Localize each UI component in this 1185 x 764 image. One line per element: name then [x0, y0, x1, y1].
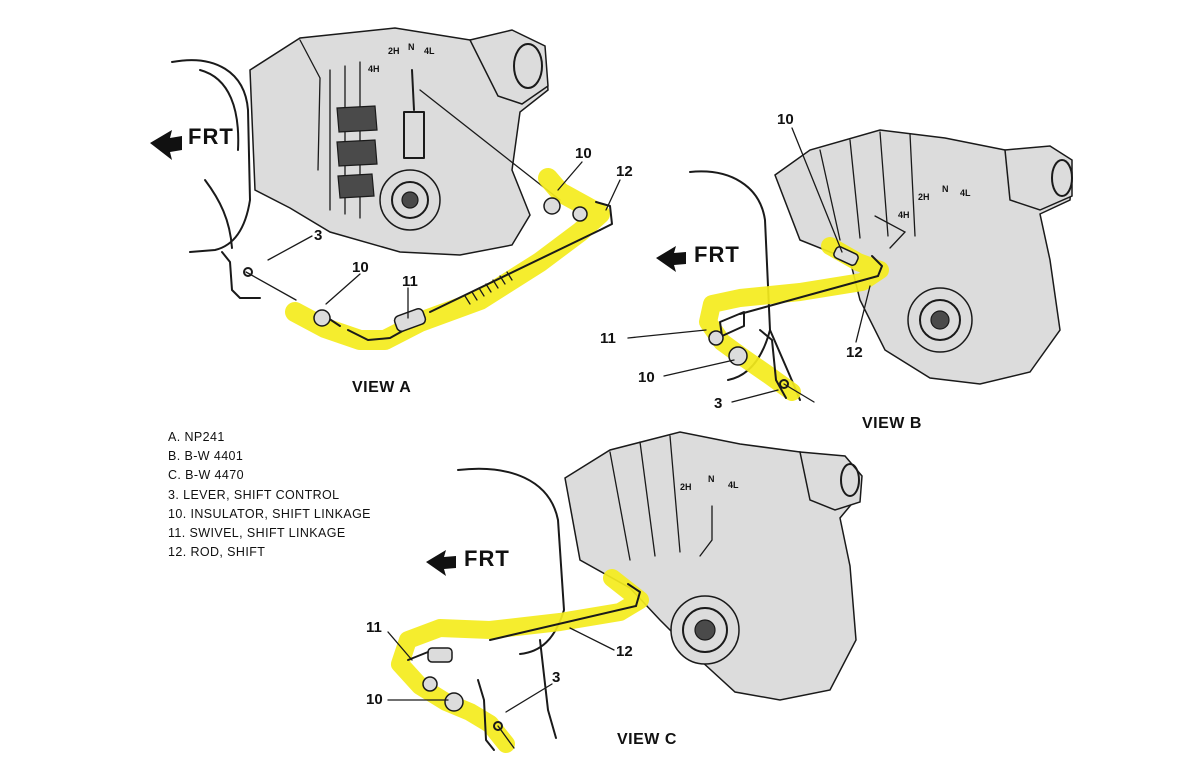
callout-number: 11 — [600, 330, 616, 347]
frt-label-c: FRT — [464, 546, 510, 571]
callouts-a: 3 10 11 10 12 — [314, 145, 633, 290]
legend-item: A. NP241 — [168, 430, 225, 444]
view-a-shift-linkage — [285, 168, 613, 350]
legend-item: 11. SWIVEL, SHIFT LINKAGE — [168, 526, 346, 541]
view-c-title: VIEW C — [617, 731, 677, 748]
legend-item: 3. LEVER, SHIFT CONTROL — [168, 487, 340, 502]
shift-position-label: 2H — [918, 192, 930, 202]
frt-arrow-a: FRT — [150, 124, 234, 160]
shift-positions-c: 2H N 4L — [680, 474, 739, 492]
callout-number: 12 — [616, 163, 633, 180]
callout-number: 11 — [366, 619, 382, 636]
shift-position-label: 4H — [898, 210, 910, 220]
frt-label-a: FRT — [188, 124, 234, 149]
view-b-illustration — [689, 129, 1073, 401]
shift-position-label: 2H — [680, 482, 692, 492]
callout-number: 11 — [402, 273, 418, 290]
callout-number: 10 — [777, 111, 794, 128]
shift-positions-b: 4H 2H N 4L — [898, 184, 971, 220]
shift-position-label: 4L — [424, 46, 435, 56]
legend-item: B. B-W 4401 — [168, 449, 244, 464]
callouts-c: 11 10 3 12 — [366, 619, 633, 708]
callouts-b: 10 11 10 3 12 — [600, 111, 863, 412]
frt-arrow-b: FRT — [656, 242, 740, 272]
callout-leaders — [267, 127, 871, 713]
view-b-title: VIEW B — [862, 415, 922, 432]
callout-number: 12 — [846, 344, 863, 361]
callout-number: 10 — [575, 145, 592, 162]
view-b-shift-linkage — [699, 237, 889, 403]
parts-legend: A. NP241 B. B-W 4401 C. B-W 4470 3. LEVE… — [168, 428, 371, 562]
view-c-shift-linkage — [391, 569, 649, 753]
view-a-lever — [221, 251, 297, 301]
callout-number: 3 — [314, 227, 322, 244]
legend-item: 10. INSULATOR, SHIFT LINKAGE — [168, 506, 371, 521]
shift-position-label: N — [408, 42, 415, 52]
callout-number: 3 — [714, 395, 722, 412]
callout-number: 10 — [352, 259, 369, 276]
callout-number: 10 — [366, 691, 383, 708]
view-a-title: VIEW A — [352, 379, 411, 396]
shift-position-label: N — [942, 184, 949, 194]
callout-number: 10 — [638, 369, 655, 386]
shift-positions-a: 4H 2H N 4L — [368, 42, 435, 74]
shift-position-label: N — [708, 474, 715, 484]
view-c-illustration — [457, 431, 863, 739]
shift-position-label: 4H — [368, 64, 380, 74]
shift-position-label: 4L — [728, 480, 739, 490]
view-a-illustration — [171, 27, 561, 256]
legend-item: 12. ROD, SHIFT — [168, 545, 266, 560]
shift-position-label: 2H — [388, 46, 400, 56]
legend-item: C. B-W 4470 — [168, 468, 244, 483]
shift-position-label: 4L — [960, 188, 971, 198]
frt-label-b: FRT — [694, 242, 740, 267]
callout-number: 3 — [552, 669, 560, 686]
callout-number: 12 — [616, 643, 633, 660]
frt-arrow-c: FRT — [426, 546, 510, 576]
